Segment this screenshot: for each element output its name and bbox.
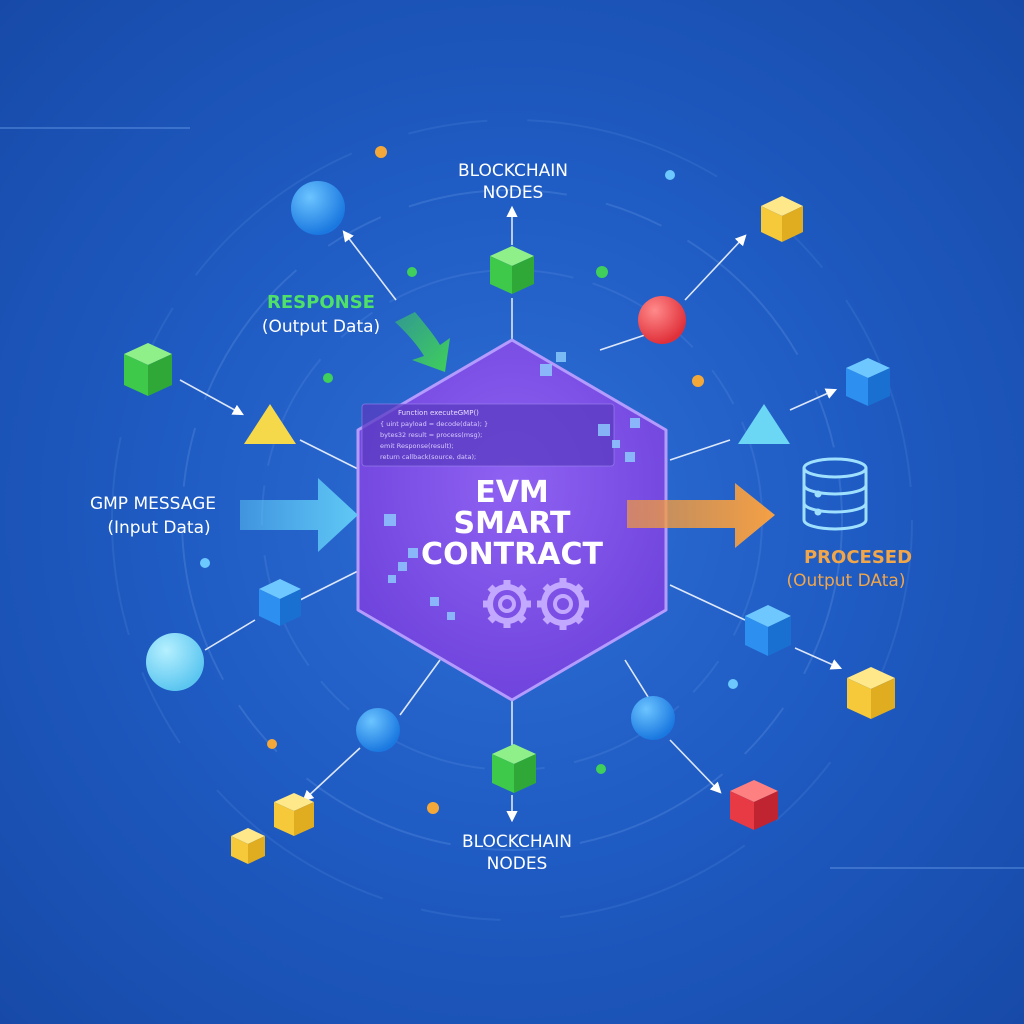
contract-title: EVM SMART CONTRACT <box>421 475 603 572</box>
processed-label-2: (Output DAta) <box>787 571 906 591</box>
nodes-top-label-1: BLOCKCHAIN <box>458 161 568 181</box>
code-line: Function executeGMP() <box>398 409 479 417</box>
gmp-label-1: GMP MESSAGE <box>90 494 216 514</box>
labels: BLOCKCHAIN NODES BLOCKCHAIN NODES RESPON… <box>90 161 912 874</box>
gmp-label-2: (Input Data) <box>107 518 210 538</box>
cube-blue-left <box>259 579 301 626</box>
cube-green-left <box>124 343 172 396</box>
database-icon <box>802 457 868 531</box>
spheres <box>146 181 686 752</box>
connectors <box>179 205 843 823</box>
dots <box>200 146 738 814</box>
processed-label-1: PROCESED <box>804 547 912 568</box>
cube-yellow-bottom-right <box>847 667 895 719</box>
cube-blue-lower-right <box>745 605 791 656</box>
code-panel: Function executeGMP() { uint payload = d… <box>361 403 615 467</box>
title-line-1: EVM <box>475 475 549 510</box>
triangle-yellow <box>244 404 296 444</box>
nodes-top-label-2: NODES <box>483 183 544 203</box>
cube-red <box>730 780 778 830</box>
nodes-bottom-label-2: NODES <box>487 854 548 874</box>
cube-blue-right <box>846 358 890 406</box>
response-arrow <box>395 312 450 372</box>
code-line: return callback(source, data); <box>380 453 476 461</box>
output-arrow <box>627 483 775 548</box>
code-line: bytes32 result = process(msg); <box>380 431 482 439</box>
code-line: emit Response(result); <box>380 442 454 450</box>
nodes-bottom-label-1: BLOCKCHAIN <box>462 832 572 852</box>
title-line-2: SMART <box>454 506 571 541</box>
cube-green-bottom <box>492 744 536 793</box>
title-line-3: CONTRACT <box>421 537 603 572</box>
cube-yellow-bottom-left-1 <box>274 793 314 836</box>
response-label-1: RESPONSE <box>267 292 375 313</box>
triangle-cyan <box>738 404 790 444</box>
gear-icon <box>483 578 589 630</box>
cube-yellow-bottom-left-2 <box>231 828 265 864</box>
cube-green-top <box>490 246 534 294</box>
cubes <box>124 196 895 864</box>
code-line: { uint payload = decode(data); } <box>380 420 488 428</box>
response-label-2: (Output Data) <box>262 317 380 337</box>
input-arrow <box>240 478 358 552</box>
pixel-particles <box>384 352 640 620</box>
cube-yellow-top-right <box>761 196 803 242</box>
